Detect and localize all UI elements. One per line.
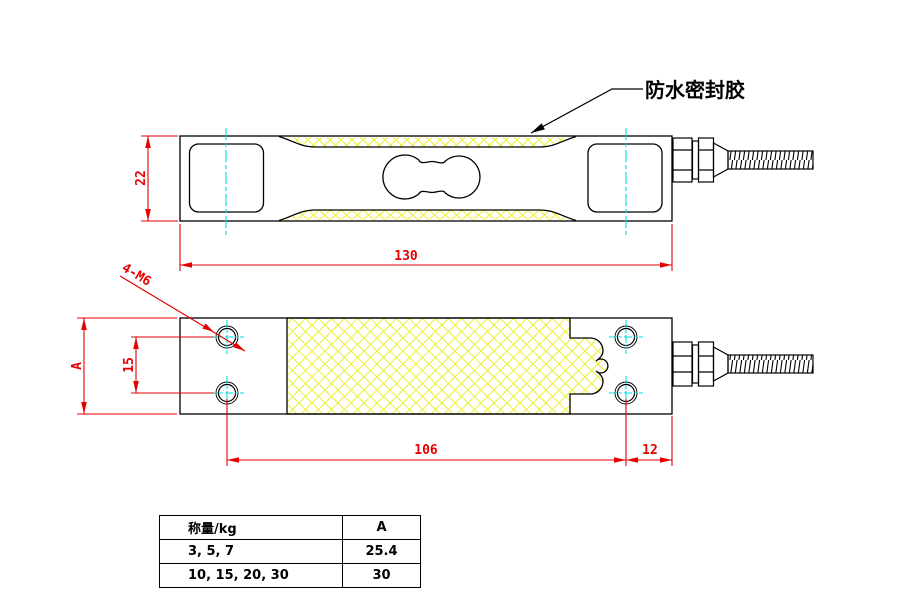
hole-centerlines	[210, 320, 643, 410]
cell-a: 25.4	[342, 539, 421, 564]
dim-hole-span-106: 106	[414, 443, 438, 458]
sealant-callout-label: 防水密封胶	[645, 78, 745, 102]
flexure-cutout	[382, 154, 481, 200]
table-header-row: 称量/kg A	[159, 515, 421, 540]
cable-gland-plan	[672, 341, 814, 387]
cell-capacity: 10, 15, 20, 30	[159, 563, 343, 588]
threaded-stud-plan	[727, 354, 814, 374]
header-capacity: 称量/kg	[159, 515, 343, 540]
cable-gland-side	[672, 137, 814, 183]
table-row: 10, 15, 20, 30 30	[159, 563, 421, 588]
cell-capacity: 3, 5, 7	[159, 539, 343, 564]
cell-a: 30	[342, 563, 421, 588]
sealant-inner-line-top	[278, 135, 577, 148]
sealant-strip-top	[282, 137, 574, 147]
dim-height-22: 22	[134, 170, 149, 186]
sealant-strip-bottom	[282, 210, 574, 220]
plan-view	[179, 317, 814, 415]
plan-view-dimensions	[77, 275, 673, 466]
plan-hatch-area	[286, 317, 609, 415]
beam-outline	[179, 135, 673, 222]
side-view	[179, 128, 814, 236]
sealant-callout: 防水密封胶	[530, 78, 745, 134]
table-row: 3, 5, 7 25.4	[159, 539, 421, 564]
side-view-dimensions	[141, 135, 673, 271]
header-a: A	[342, 515, 421, 540]
plan-outline	[179, 317, 673, 415]
sealant-inner-line-bottom	[278, 209, 577, 222]
dim-edge-offset-12: 12	[642, 443, 658, 458]
capacity-spec-table: 称量/kg A 3, 5, 7 25.4 10, 15, 20, 30 30	[159, 515, 421, 588]
dim-hole-spacing-15: 15	[122, 357, 137, 373]
side-view-centerlines	[225, 128, 627, 236]
mounting-pocket-right	[587, 143, 663, 213]
threaded-stud-side	[727, 150, 814, 170]
dim-length-130: 130	[394, 249, 418, 264]
dim-width-A: A	[70, 362, 85, 370]
